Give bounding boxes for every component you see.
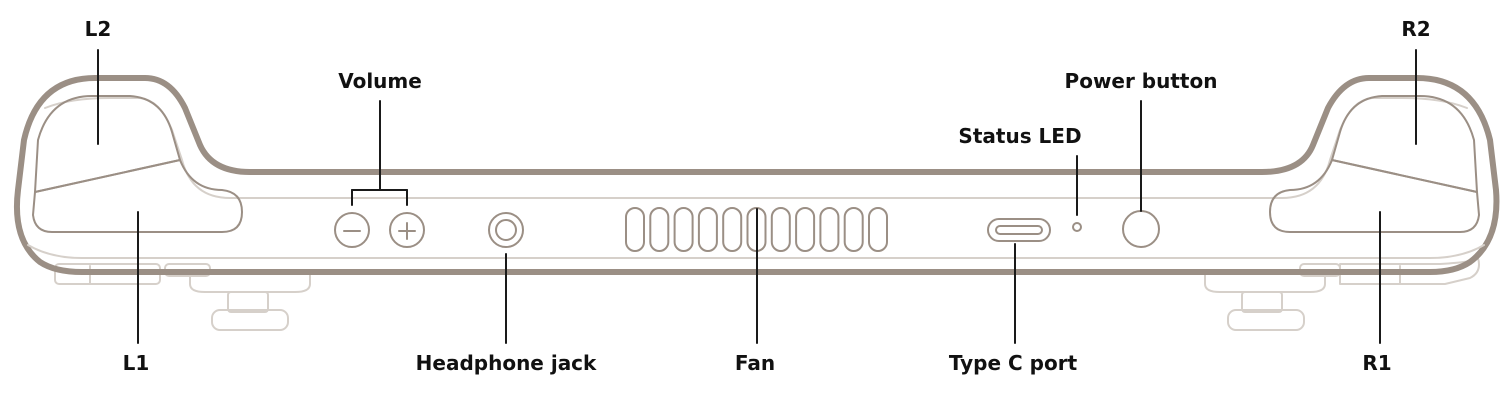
volume-down-button[interactable] — [334, 212, 370, 248]
label-fan: Fan — [734, 351, 776, 375]
fan-vent-slot — [722, 207, 743, 252]
label-r2: R2 — [1401, 17, 1431, 41]
headphone-jack[interactable] — [488, 212, 524, 248]
label-type-c-port: Type C port — [948, 351, 1078, 375]
fan-vent-slot — [843, 207, 864, 252]
label-l2: L2 — [84, 17, 112, 41]
label-power-button: Power button — [1064, 69, 1218, 93]
leader-lines — [97, 49, 1417, 344]
volume-up-button[interactable] — [389, 212, 425, 248]
device-body — [13, 75, 1500, 275]
label-headphone-jack: Headphone jack — [415, 351, 597, 375]
power-button[interactable] — [1122, 210, 1160, 248]
fan-vent-slot — [673, 207, 694, 252]
l2-trigger[interactable] — [34, 95, 181, 193]
fan-vent-slot — [795, 207, 816, 252]
fan-vent-slot — [819, 207, 840, 252]
fan-vents — [625, 207, 888, 252]
status-led — [1072, 222, 1082, 232]
plus-icon — [398, 222, 416, 240]
type-c-port[interactable] — [987, 218, 1051, 242]
inner-contour — [44, 97, 1468, 199]
fan-vent-slot — [868, 207, 888, 252]
r2-trigger[interactable] — [1331, 95, 1478, 193]
label-l1: L1 — [122, 351, 150, 375]
fan-vent-slot — [649, 207, 670, 252]
left-feet — [54, 263, 311, 331]
label-volume: Volume — [338, 69, 422, 93]
fan-vent-slot — [770, 207, 791, 252]
label-status-led: Status LED — [958, 124, 1082, 148]
r1-bumper[interactable] — [1269, 159, 1480, 233]
fan-vent-slot — [697, 207, 718, 252]
label-r1: R1 — [1362, 351, 1392, 375]
l1-bumper[interactable] — [32, 159, 243, 233]
fan-vent-slot — [625, 207, 645, 252]
